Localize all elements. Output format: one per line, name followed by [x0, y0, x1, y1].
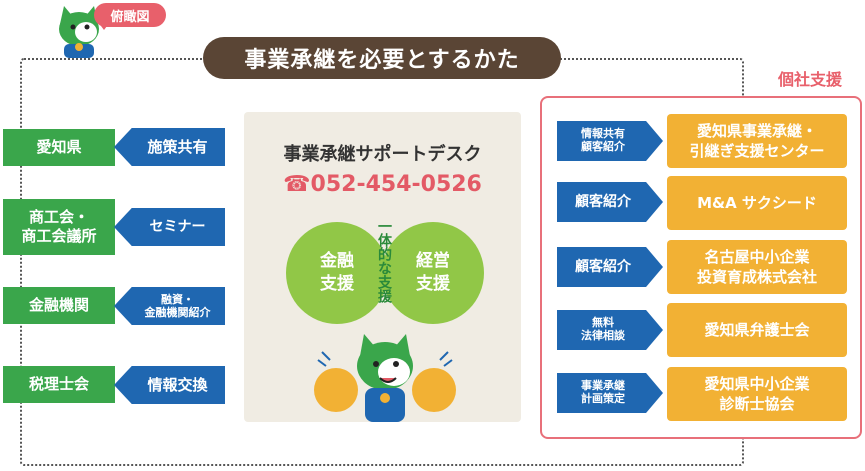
arrow-client-referral-1: 顧客紹介: [557, 182, 663, 222]
left-org-aichi: 愛知県: [3, 129, 115, 166]
org-aichi-sme-consultants: 愛知県中小企業 診断士協会: [667, 367, 847, 421]
arrow-free-legal: 無料 法律相談: [557, 310, 663, 350]
arrow-policy-share: 施策共有: [114, 128, 225, 166]
arrow-seminar: セミナー: [114, 208, 225, 246]
integrated-support-label: 一体的な支援: [376, 219, 392, 303]
management-support-circle: 経営 支援: [382, 222, 484, 324]
org-aichi-bar: 愛知県弁護士会: [667, 303, 847, 357]
cat-mascot-icon: [59, 6, 99, 58]
individual-support-label: 個社支援: [778, 70, 843, 89]
desk-title: 事業承継サポートデスク: [283, 144, 482, 165]
phone-line: ☎052-454-0526: [244, 172, 521, 197]
phone-number: 052-454-0526: [310, 172, 482, 197]
org-ma-succeed: M&A サクシード: [667, 176, 847, 230]
page-title: 事業承継を必要とするかた: [203, 37, 561, 79]
arrow-info-exchange: 情報交換: [114, 366, 225, 404]
cheering-cat-mascot-icon: [314, 334, 456, 422]
arrow-succession-plan: 事業承継 計画策定: [557, 373, 663, 413]
org-nagoya-investment: 名古屋中小企業 投資育成株式会社: [667, 240, 847, 294]
arrow-client-referral-2: 顧客紹介: [557, 247, 663, 287]
arrow-financing: 融資・ 金融機関紹介: [114, 287, 225, 325]
left-org-chamber: 商工会・ 商工会議所: [3, 199, 115, 255]
financial-support-circle: 金融 支援: [286, 222, 388, 324]
org-aichi-succession-center: 愛知県事業承継・ 引継ぎ支援センター: [667, 114, 847, 168]
left-org-financial: 金融機関: [3, 287, 115, 324]
left-org-tax: 税理士会: [3, 366, 115, 403]
arrow-info-referral: 情報共有 顧客紹介: [557, 121, 663, 161]
phone-icon: ☎: [283, 172, 311, 197]
badge-tail: [98, 22, 110, 30]
